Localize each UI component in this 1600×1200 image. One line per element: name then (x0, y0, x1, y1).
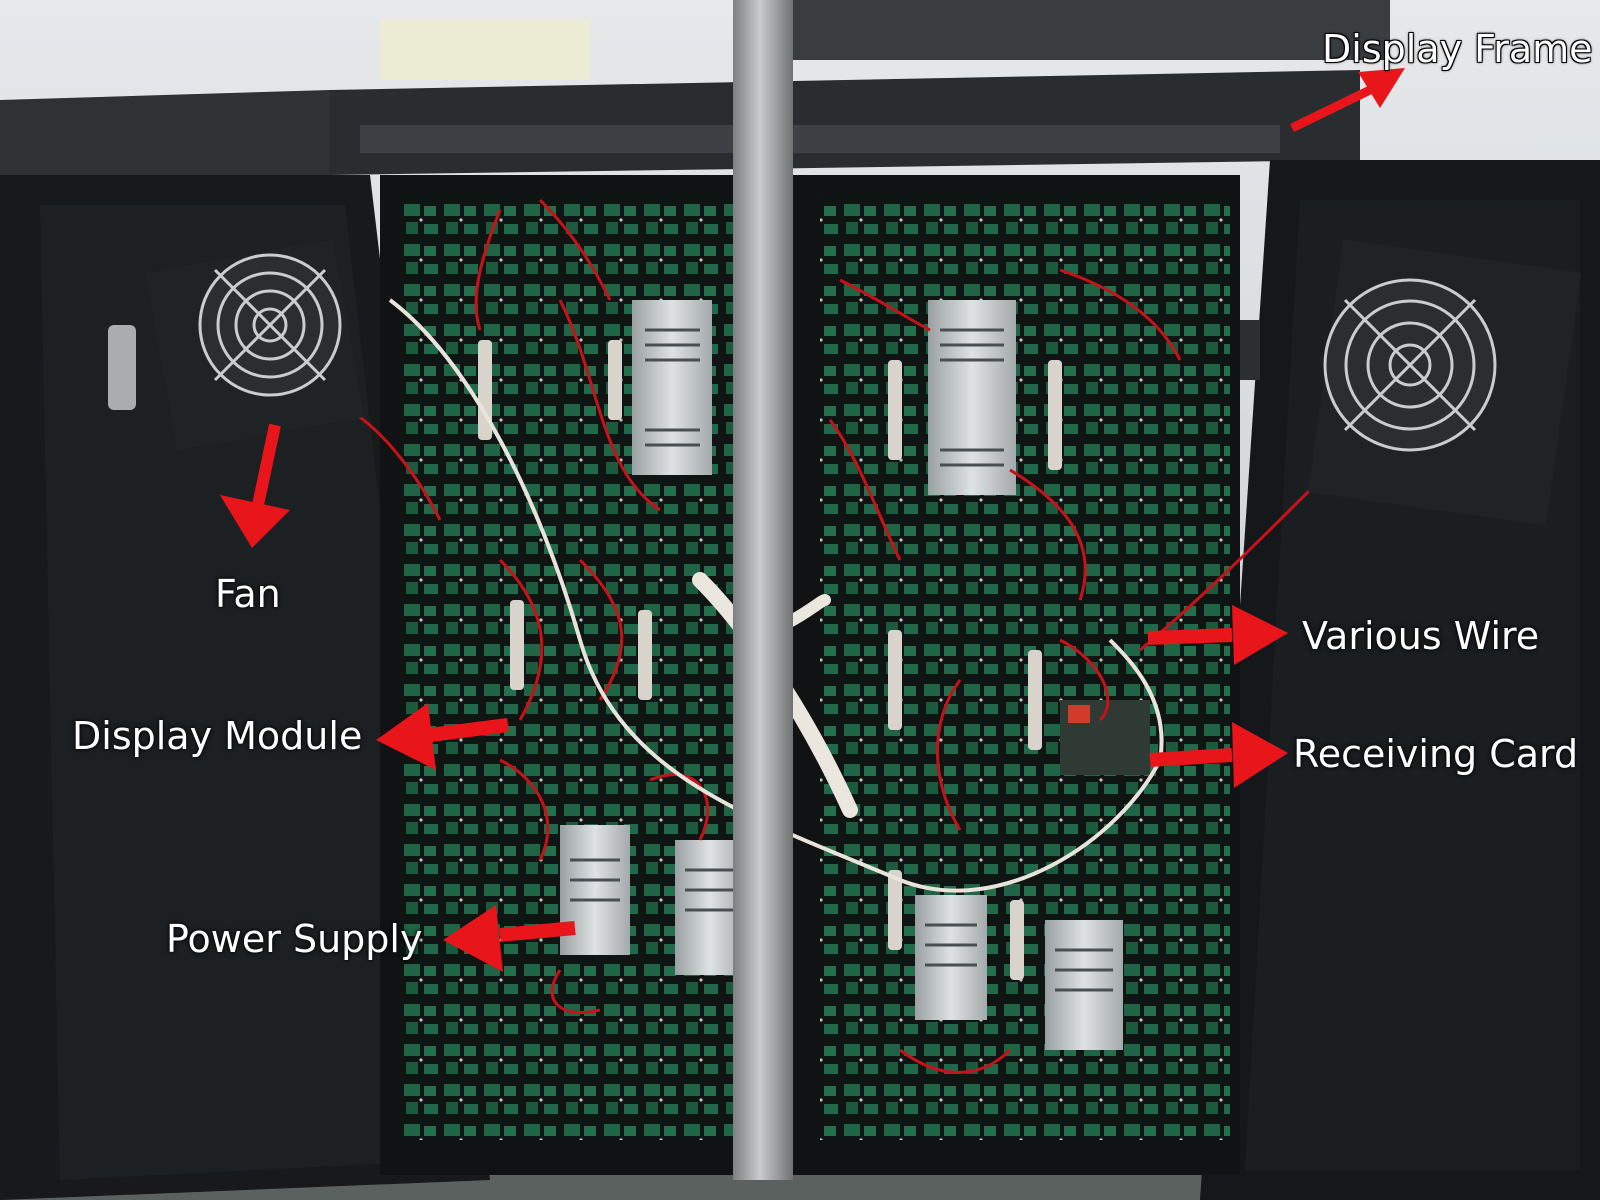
arrow-power-supply (443, 905, 576, 972)
door-latch (108, 325, 136, 410)
label-receiving-card: Receiving Card (1293, 732, 1579, 776)
support-pole (733, 0, 793, 1180)
left-door-inner (40, 205, 455, 1180)
fan-right (1308, 239, 1582, 526)
psu-bottom-1 (560, 825, 630, 955)
right-hinge (1240, 320, 1260, 380)
psu-top-right (928, 300, 1016, 495)
psu-bottom-3 (915, 895, 987, 1020)
arrow-various-wire (1147, 605, 1288, 665)
receiving-card-connector (1068, 705, 1090, 723)
label-display-frame: Display Frame (1322, 27, 1593, 71)
background-wall-panel (380, 20, 590, 80)
fan-left (145, 239, 365, 451)
arrow-display-frame (1290, 68, 1405, 133)
power-supply-units (560, 300, 1123, 1050)
label-display-module: Display Module (72, 714, 363, 758)
arrow-receiving-card (1149, 722, 1288, 788)
psu-bottom-4 (1045, 920, 1123, 1050)
label-power-supply: Power Supply (166, 917, 423, 961)
display-frame-rail (360, 125, 1280, 153)
psu-vents (570, 328, 1113, 992)
label-fan: Fan (215, 572, 281, 616)
arrow-fan (220, 423, 290, 548)
label-various-wire: Various Wire (1302, 614, 1540, 658)
ribbon-cables (478, 340, 1062, 980)
arrow-display-module (376, 703, 509, 770)
left-cabinet-top (0, 90, 330, 180)
background-shelving (790, 0, 1390, 60)
display-module-panel-right (820, 195, 1230, 1140)
red-wires (329, 198, 1332, 1074)
psu-top-left (632, 300, 712, 475)
annotation-arrows (220, 68, 1405, 972)
